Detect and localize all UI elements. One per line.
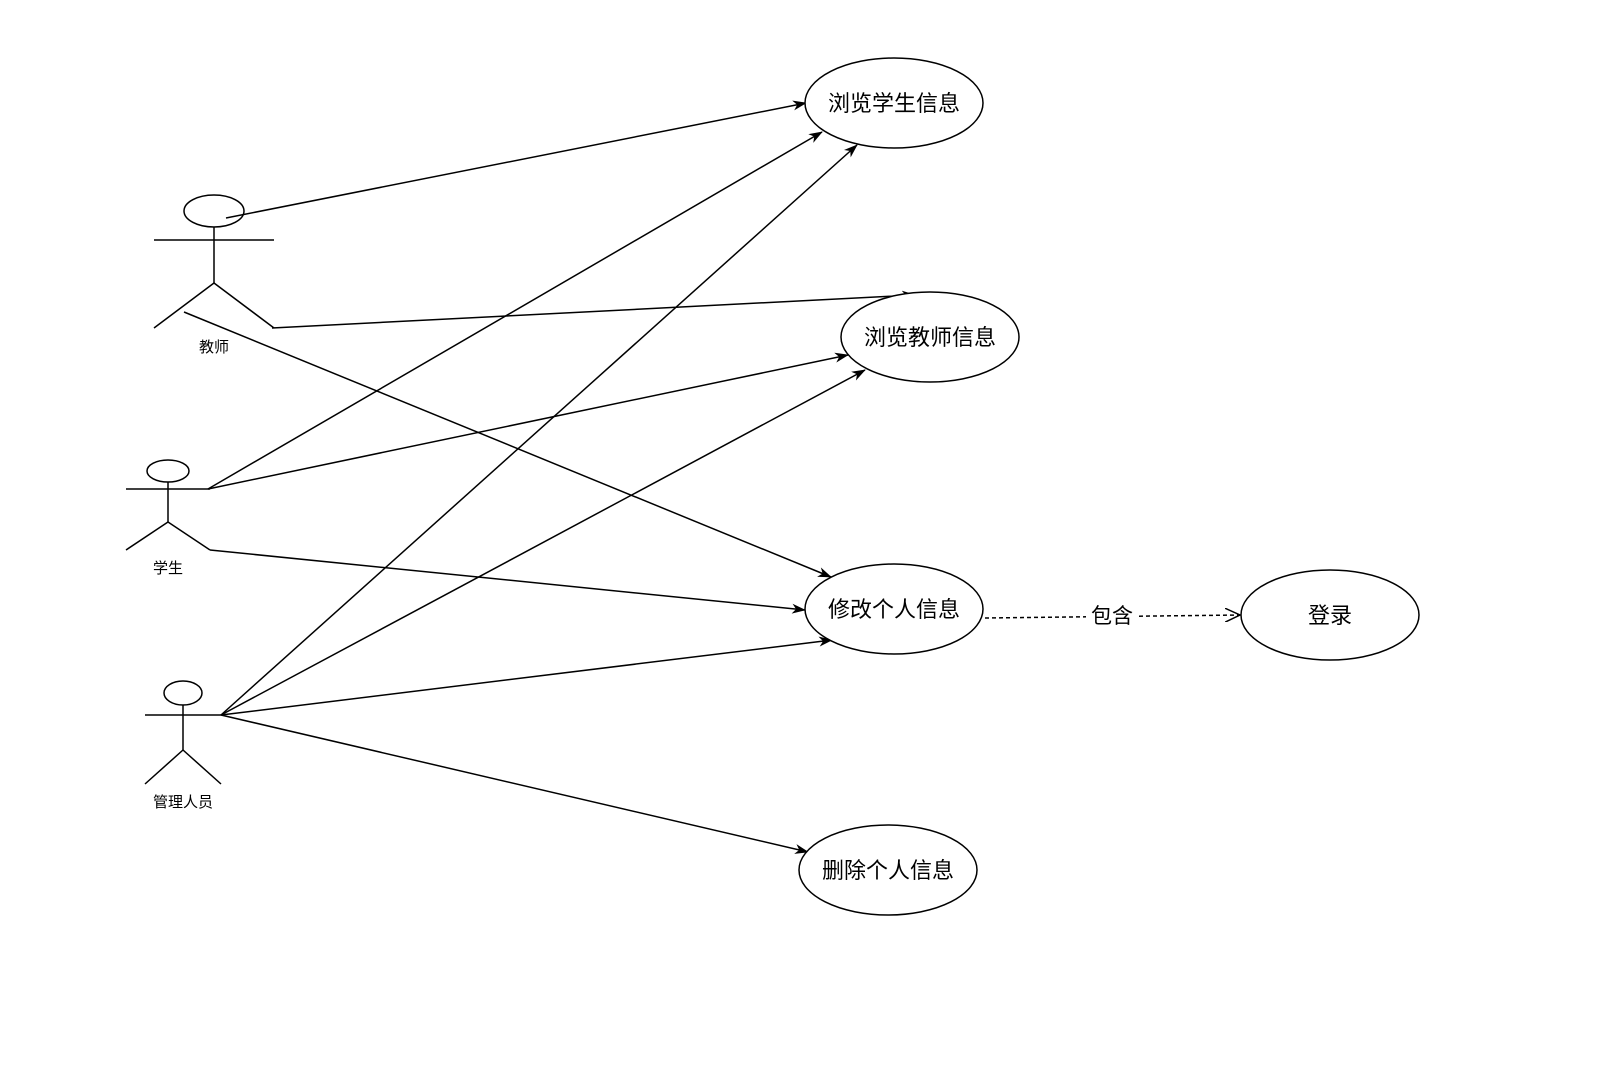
use-case-label: 修改个人信息 [828,598,960,623]
use-case-login[interactable]: 登录 [1240,569,1420,661]
use-case-label: 浏览教师信息 [864,326,996,351]
actor-right-leg [213,282,275,329]
actor-left-leg [153,282,215,329]
actor-head [183,194,245,228]
assoc-teacher-edit-info [183,311,832,578]
use-case-browse-teacher[interactable]: 浏览教师信息 [840,291,1020,383]
use-case-label: 删除个人信息 [822,859,954,884]
assoc-student-edit-info [209,549,806,614]
use-case-edit-info[interactable]: 修改个人信息 [804,563,984,655]
actor-label: 学生 [153,559,183,577]
use-case-label: 浏览学生信息 [828,92,960,117]
include-label: 包含 [1091,604,1133,628]
actor-label: 教师 [199,338,229,356]
include-relationship: 包含 [984,599,1240,629]
actor-left-leg [144,749,184,785]
actor-left-leg [125,521,169,551]
assoc-admin-edit-info [220,636,833,716]
include-label-bg [1086,599,1138,629]
actor-right-leg [182,749,222,785]
assoc-teacher-browse-teacher [271,290,916,329]
actor-admin[interactable]: 管理人员 [144,680,222,811]
actor-student[interactable]: 学生 [125,459,211,577]
actor-right-leg [167,521,211,551]
associations [183,100,916,854]
assoc-student-browse-student [207,131,823,490]
assoc-teacher-browse-student [225,100,807,219]
assoc-admin-delete-info [220,714,809,854]
actor-label: 管理人员 [153,793,213,811]
actor-teacher[interactable]: 教师 [153,194,275,356]
use-case-delete-info[interactable]: 删除个人信息 [798,824,978,916]
actor-head [146,459,190,483]
use-case-label: 登录 [1308,604,1352,629]
assoc-student-browse-teacher [207,352,849,490]
use-case-browse-student[interactable]: 浏览学生信息 [804,57,984,149]
assoc-admin-browse-teacher [220,369,866,716]
assoc-admin-browse-student [220,144,858,716]
actor-head [163,680,203,706]
